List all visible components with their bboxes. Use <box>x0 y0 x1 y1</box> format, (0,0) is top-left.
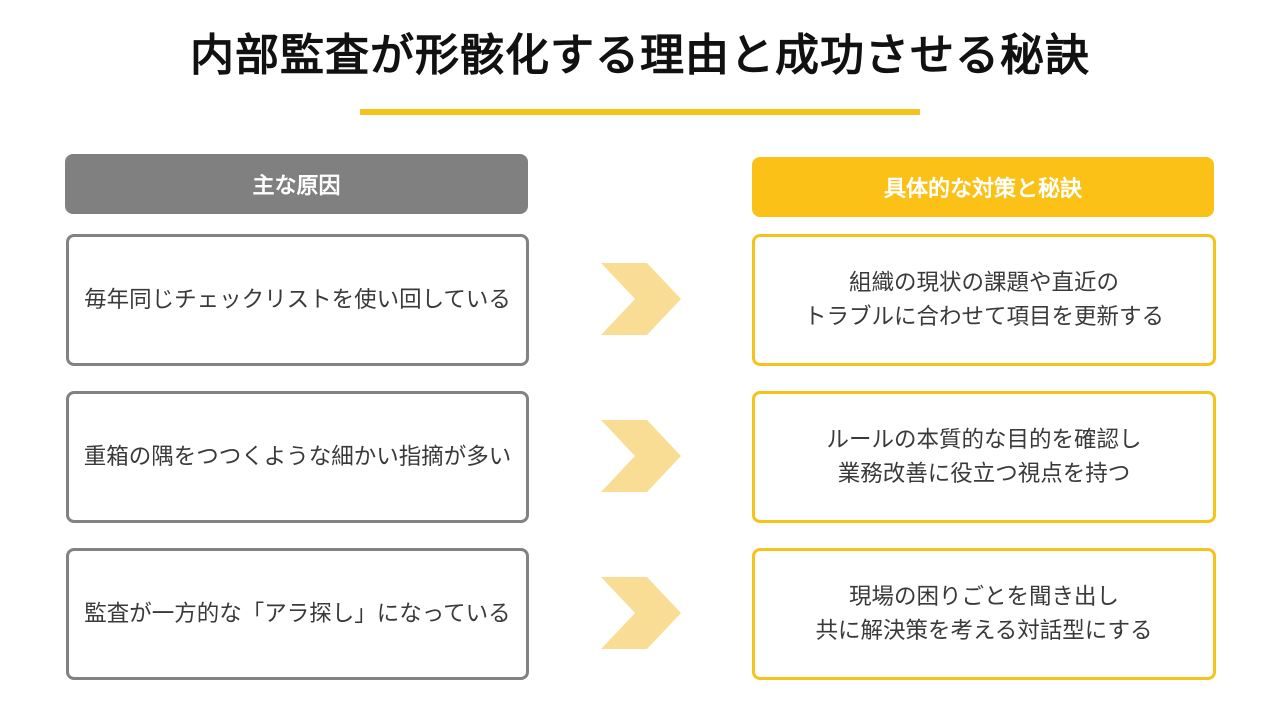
cause-text: 毎年同じチェックリストを使い回している <box>84 287 511 313</box>
chevron-right-icon <box>601 420 681 492</box>
cause-box: 毎年同じチェックリストを使い回している <box>66 234 529 366</box>
chevron-right-icon <box>601 263 681 335</box>
cause-text: 監査が一方的な「アラ探し」になっている <box>84 601 511 627</box>
cause-text: 重箱の隅をつつくような細かい指摘が多い <box>83 444 512 470</box>
cause-box: 重箱の隅をつつくような細かい指摘が多い <box>66 391 529 523</box>
solution-box: 現場の困りごとを聞き出し 共に解決策を考える対話型にする <box>752 548 1216 680</box>
causes-header-label: 主な原因 <box>252 174 341 199</box>
title-underline <box>360 109 920 115</box>
cause-box: 監査が一方的な「アラ探し」になっている <box>66 548 529 680</box>
chevron-right-icon <box>601 577 681 649</box>
solution-box: 組織の現状の課題や直近の トラブルに合わせて項目を更新する <box>752 234 1216 366</box>
causes-header: 主な原因 <box>65 154 528 214</box>
solution-text: 現場の困りごとを聞き出し 共に解決策を考える対話型にする <box>815 584 1153 644</box>
solution-text: 組織の現状の課題や直近の トラブルに合わせて項目を更新する <box>803 270 1164 330</box>
page-title: 内部監査が形骸化する理由と成功させる秘訣 <box>190 30 1090 81</box>
solutions-header: 具体的な対策と秘訣 <box>752 157 1214 217</box>
solution-box: ルールの本質的な目的を確認し 業務改善に役立つ視点を持つ <box>752 391 1216 523</box>
solution-text: ルールの本質的な目的を確認し 業務改善に役立つ視点を持つ <box>826 427 1142 487</box>
solutions-header-label: 具体的な対策と秘訣 <box>883 177 1082 202</box>
